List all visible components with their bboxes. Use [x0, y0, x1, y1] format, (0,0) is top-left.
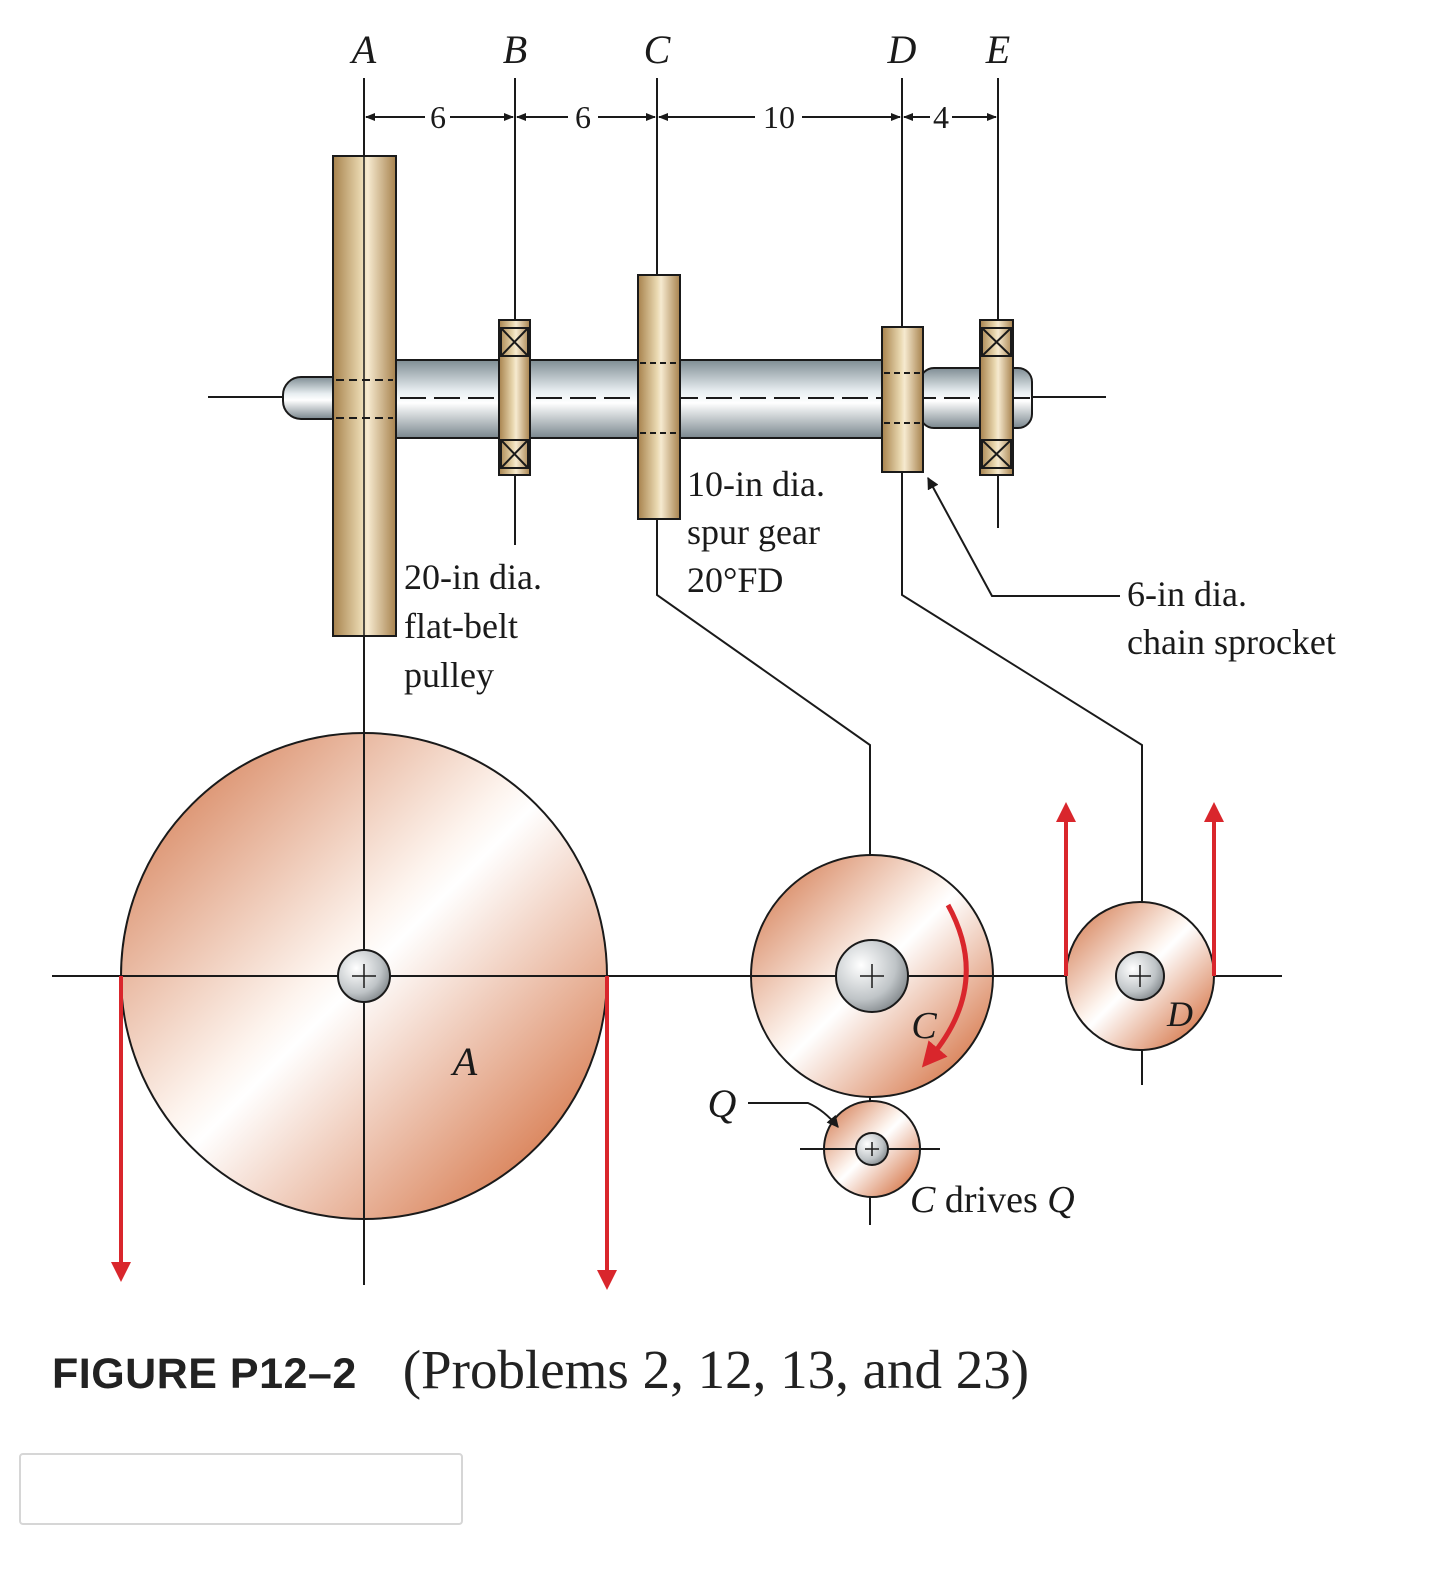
figure-problems: (Problems 2, 12, 13, and 23): [402, 1339, 1030, 1400]
pulley-a-end: A: [120, 732, 608, 1220]
pinion-q: Q C drives Q: [708, 1081, 1075, 1221]
force-arrows: [111, 802, 1224, 1290]
station-label-e: E: [985, 27, 1010, 72]
pinion-q-letter: Q: [708, 1081, 737, 1126]
dimension-ab: 6: [430, 99, 446, 135]
station-label-d: D: [887, 27, 917, 72]
pinion-q-leader: [748, 1102, 839, 1128]
bearing-e: [979, 319, 1014, 476]
dimension-cd: 10: [763, 99, 795, 135]
sprocket-d-end: D: [1065, 901, 1215, 1051]
sprocket-label: 6-in dia. chain sprocket: [1127, 574, 1336, 662]
figure-id: FIGURE P12–2: [52, 1350, 357, 1398]
dimension-bc: 6: [575, 99, 591, 135]
gear-label-line1: 10-in dia.: [687, 464, 825, 504]
dimension-de: 4: [933, 99, 949, 135]
drive-note-mid: drives: [935, 1179, 1047, 1221]
answer-input[interactable]: [19, 1453, 463, 1525]
drive-note-q: Q: [1047, 1179, 1074, 1221]
pulley-label-line3: pulley: [404, 655, 494, 695]
dimension-values: 6 6 10 4: [430, 99, 949, 135]
sprocket-label-line1: 6-in dia.: [1127, 574, 1247, 614]
station-label-a: A: [349, 27, 377, 72]
sprocket-leader: [927, 476, 1120, 597]
sprocket-label-line2: chain sprocket: [1127, 622, 1336, 662]
sprocket-d-letter: D: [1166, 994, 1193, 1034]
gear-label-line2: spur gear: [687, 512, 820, 552]
pulley-label-line1: 20-in dia.: [404, 557, 542, 597]
figure-caption: FIGURE P12–2 (Problems 2, 12, 13, and 23…: [52, 1338, 1029, 1408]
pulley-label: 20-in dia. flat-belt pulley: [404, 557, 542, 695]
gear-c-letter: C: [911, 1005, 937, 1047]
pulley-a-side: [332, 155, 397, 637]
drive-note-c: C: [910, 1179, 936, 1221]
station-label-c: C: [644, 27, 672, 72]
sprocket-d-side: [881, 326, 924, 473]
pulley-label-line2: flat-belt: [404, 606, 518, 646]
drive-note: C drives Q: [910, 1179, 1075, 1221]
bearing-b: [498, 319, 531, 476]
pulley-a-letter: A: [450, 1039, 478, 1084]
station-label-b: B: [503, 27, 527, 72]
gear-label-line3: 20°FD: [687, 560, 783, 600]
station-labels: A B C D E: [349, 27, 1010, 72]
rotation-arrow-c: [921, 903, 969, 1068]
gear-c-side: [637, 274, 681, 520]
gear-c-end: C: [750, 854, 994, 1098]
gear-label: 10-in dia. spur gear 20°FD: [687, 464, 825, 600]
